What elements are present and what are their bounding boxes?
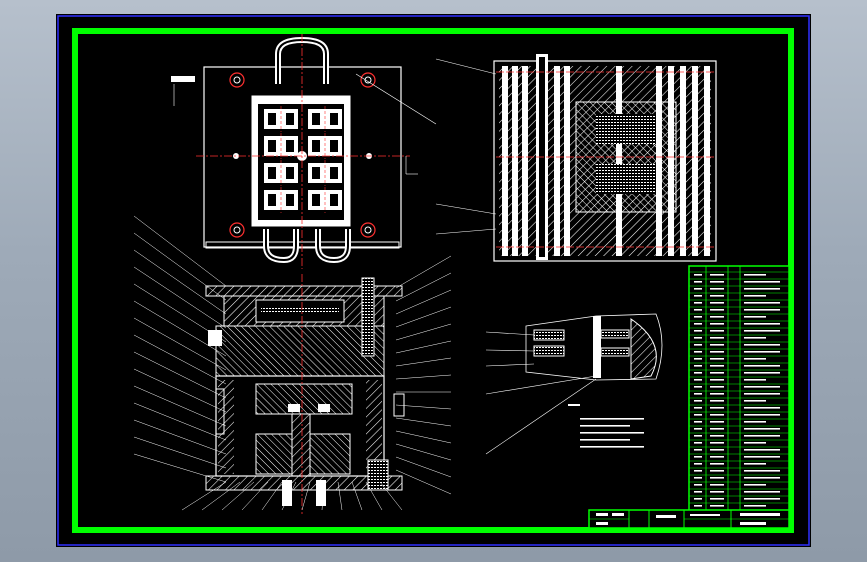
front-section xyxy=(133,215,452,514)
outer-border xyxy=(57,15,810,546)
side-view xyxy=(435,54,717,262)
title-block xyxy=(588,509,790,529)
top-view xyxy=(171,34,437,269)
drawing-sheet xyxy=(56,14,811,547)
green-frame xyxy=(72,28,794,533)
drawing-svg xyxy=(57,15,810,546)
detail-view xyxy=(485,313,663,455)
parts-list xyxy=(688,265,790,512)
